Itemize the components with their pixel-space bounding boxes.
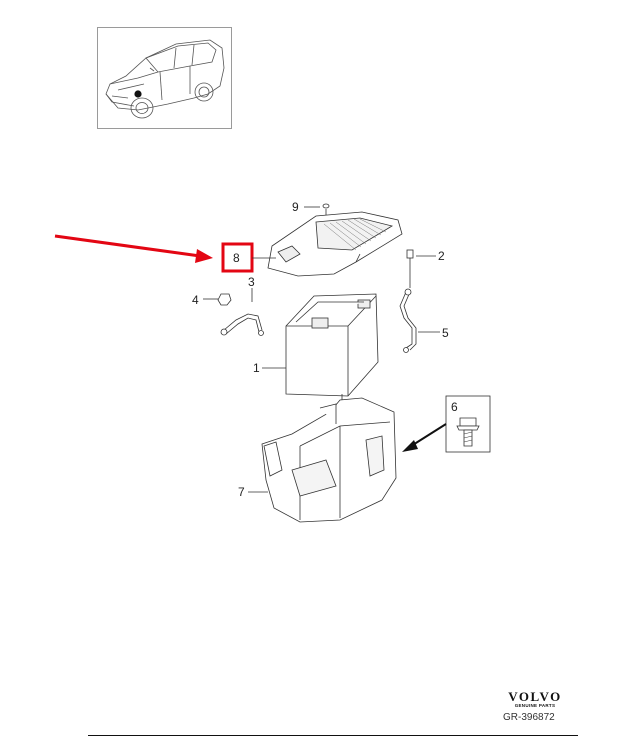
part-8-battery-cover xyxy=(252,211,403,277)
bottom-divider xyxy=(88,735,578,736)
diagram-reference: GR-396872 xyxy=(503,712,555,723)
callout-7: 7 xyxy=(238,485,245,499)
callout-9: 9 xyxy=(292,200,299,214)
callout-6: 6 xyxy=(451,400,458,414)
callout-8-highlight-box xyxy=(221,242,254,273)
vehicle-illustration xyxy=(105,39,225,119)
callout-8: 8 xyxy=(233,251,240,265)
volvo-logo: VOLVO GENUINE PARTS xyxy=(502,690,568,709)
battery-position-marker xyxy=(134,90,142,98)
callout-5: 5 xyxy=(442,326,449,340)
part-5-positive-cable xyxy=(399,288,440,353)
part-1-battery xyxy=(262,293,379,397)
part-6-leader-arrow xyxy=(402,423,447,452)
red-pointer-arrow xyxy=(54,234,213,263)
part-3-negative-cable xyxy=(220,288,264,336)
part-6-flange-bolt-inset xyxy=(445,395,491,453)
vehicle-location-thumbnail xyxy=(97,27,232,129)
part-4-nut xyxy=(203,293,232,306)
brand-name: VOLVO xyxy=(508,689,562,704)
callout-3: 3 xyxy=(248,275,255,289)
callout-4: 4 xyxy=(192,293,199,307)
part-2-terminal-bolt xyxy=(406,249,436,288)
callout-1: 1 xyxy=(253,361,260,375)
part-7-battery-tray xyxy=(248,394,397,523)
brand-tagline: GENUINE PARTS xyxy=(514,703,556,708)
callout-2: 2 xyxy=(438,249,445,263)
